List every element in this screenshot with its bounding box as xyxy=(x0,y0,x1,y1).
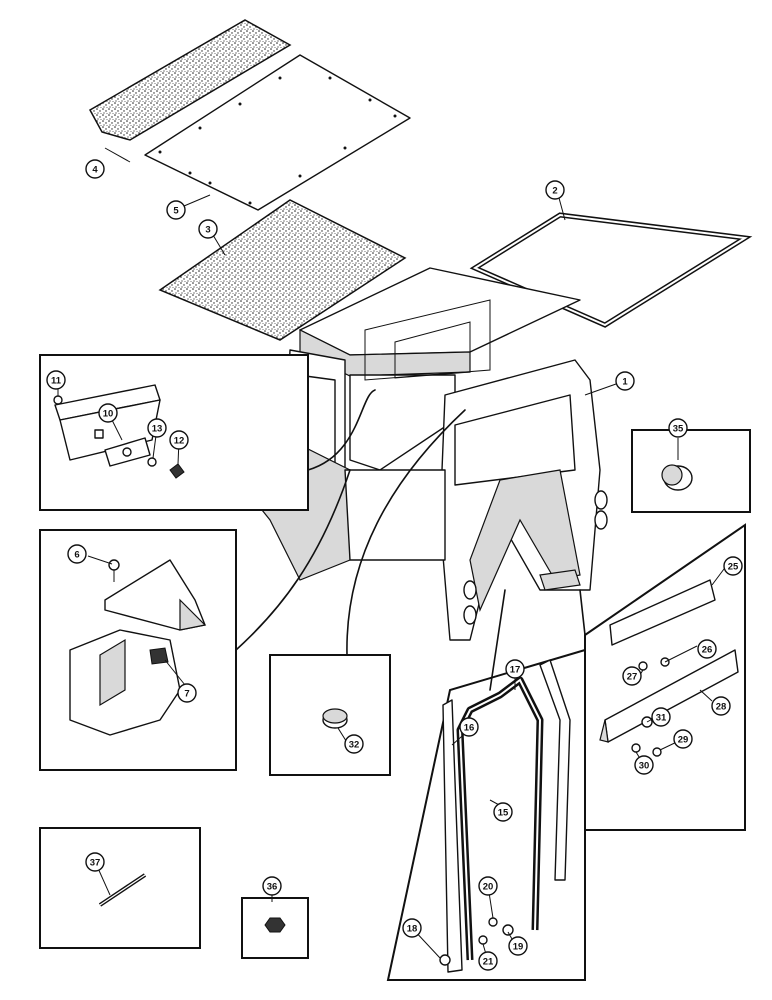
svg-text:35: 35 xyxy=(673,424,684,435)
inset-panel-door-seal xyxy=(386,648,586,981)
callout-16: 16 xyxy=(459,717,479,737)
svg-text:12: 12 xyxy=(174,436,185,447)
callout-10: 10 xyxy=(98,403,118,423)
svg-text:26: 26 xyxy=(702,645,713,656)
inset-panel-button xyxy=(631,429,751,513)
callout-30: 30 xyxy=(634,755,654,775)
svg-text:29: 29 xyxy=(678,735,689,746)
headliner-pad-4 xyxy=(88,19,292,141)
callout-35: 35 xyxy=(668,418,688,438)
svg-text:28: 28 xyxy=(716,702,727,713)
svg-text:31: 31 xyxy=(656,713,667,724)
leader-hinge xyxy=(307,389,376,471)
callout-37: 37 xyxy=(85,852,105,872)
leader-plug xyxy=(346,409,466,656)
svg-text:27: 27 xyxy=(627,672,638,683)
callout-7: 7 xyxy=(177,683,197,703)
inset-panel-nut xyxy=(241,897,309,959)
svg-text:7: 7 xyxy=(184,689,189,700)
callout-13: 13 xyxy=(147,418,167,438)
callout-11: 11 xyxy=(46,370,66,390)
svg-text:4: 4 xyxy=(92,165,98,176)
inset-panel-trim xyxy=(584,523,746,831)
svg-text:18: 18 xyxy=(407,924,418,935)
callout-4: 4 xyxy=(85,159,105,179)
callout-29: 29 xyxy=(673,729,693,749)
callout-19: 19 xyxy=(508,936,528,956)
svg-text:13: 13 xyxy=(152,424,163,435)
svg-text:36: 36 xyxy=(267,882,278,893)
svg-text:15: 15 xyxy=(498,808,509,819)
leader-trim xyxy=(579,589,586,636)
callout-12: 12 xyxy=(169,430,189,450)
callout-1: 1 xyxy=(615,371,635,391)
callout-32: 32 xyxy=(344,734,364,754)
svg-text:2: 2 xyxy=(552,186,557,197)
callout-5: 5 xyxy=(166,200,186,220)
callout-6: 6 xyxy=(67,544,87,564)
svg-text:11: 11 xyxy=(51,376,62,387)
svg-text:17: 17 xyxy=(510,665,521,676)
headliner-pad-3 xyxy=(158,199,407,341)
inset-panel-pin xyxy=(39,827,201,949)
cab-frame xyxy=(214,267,608,641)
svg-text:6: 6 xyxy=(74,550,79,561)
leader-door-seal xyxy=(489,589,506,691)
headliner-panel-5 xyxy=(144,54,411,211)
callout-28: 28 xyxy=(711,696,731,716)
svg-text:21: 21 xyxy=(483,957,494,968)
svg-text:1: 1 xyxy=(622,377,628,388)
svg-text:16: 16 xyxy=(464,723,475,734)
callout-17: 17 xyxy=(505,659,525,679)
callout-21: 21 xyxy=(478,951,498,971)
callout-18: 18 xyxy=(402,918,422,938)
inset-panel-plug xyxy=(269,654,391,776)
svg-text:20: 20 xyxy=(483,882,494,893)
leader-bracket xyxy=(235,469,351,651)
callout-3: 3 xyxy=(198,219,218,239)
svg-text:37: 37 xyxy=(90,858,101,869)
svg-text:25: 25 xyxy=(728,562,739,573)
svg-text:19: 19 xyxy=(513,942,524,953)
svg-text:5: 5 xyxy=(173,206,179,217)
callout-31: 31 xyxy=(651,707,671,727)
callout-36: 36 xyxy=(262,876,282,896)
callout-25: 25 xyxy=(723,556,743,576)
callout-20: 20 xyxy=(478,876,498,896)
inset-panel-bracket xyxy=(39,529,237,771)
svg-text:30: 30 xyxy=(639,761,650,772)
callout-2: 2 xyxy=(545,180,565,200)
callout-26: 26 xyxy=(697,639,717,659)
svg-text:3: 3 xyxy=(205,225,210,236)
callout-15: 15 xyxy=(493,802,513,822)
callout-27: 27 xyxy=(622,666,642,686)
svg-text:32: 32 xyxy=(349,740,360,751)
svg-text:10: 10 xyxy=(103,409,114,420)
